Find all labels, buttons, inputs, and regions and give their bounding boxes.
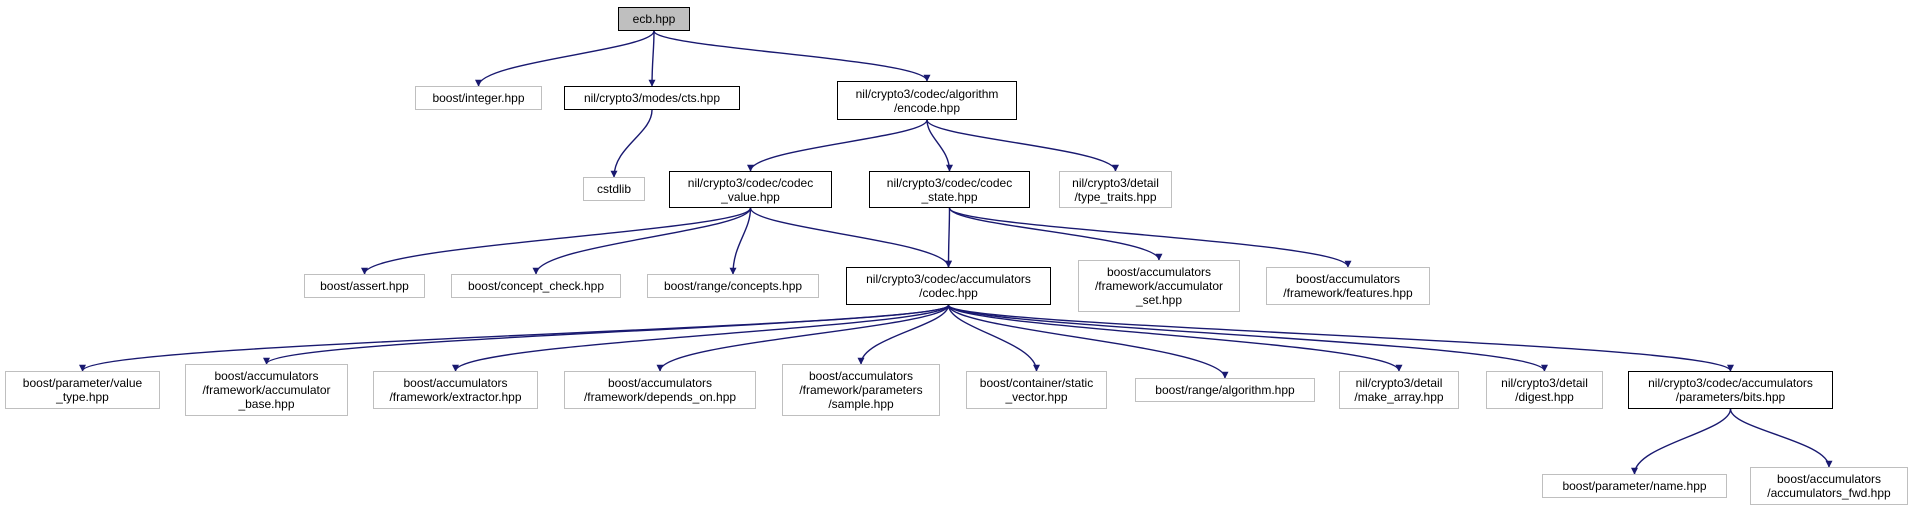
- node-accumulators-codec[interactable]: nil/crypto3/codec/accumulators /codec.hp…: [846, 267, 1051, 305]
- node-framework-parameters-sample[interactable]: boost/accumulators /framework/parameters…: [782, 364, 940, 416]
- edge-codec_value-to-assert: [361, 207, 752, 275]
- edge-acc_codec-to-static_vector: [947, 304, 1040, 372]
- edge-codec_value-to-concept_check: [532, 207, 752, 275]
- edge-bits-to-param_name: [1631, 408, 1732, 475]
- node-codec-value[interactable]: nil/crypto3/codec/codec _value.hpp: [669, 171, 832, 208]
- node-cstdlib[interactable]: cstdlib: [583, 177, 645, 201]
- node-framework-extractor[interactable]: boost/accumulators /framework/extractor.…: [373, 371, 538, 409]
- edge-codec_value-to-acc_codec: [749, 207, 952, 268]
- edge-bits-to-acc_fwd: [1729, 408, 1833, 468]
- edge-acc_codec-to-digest: [947, 304, 1548, 372]
- edge-cts-to-cstdlib: [610, 109, 653, 178]
- node-detail-digest[interactable]: nil/crypto3/detail /digest.hpp: [1486, 371, 1603, 409]
- edge-ecb-to-cts: [648, 30, 656, 87]
- node-modes-cts[interactable]: nil/crypto3/modes/cts.hpp: [564, 86, 740, 110]
- node-framework-features[interactable]: boost/accumulators /framework/features.h…: [1266, 267, 1430, 305]
- node-framework-accumulator-base[interactable]: boost/accumulators /framework/accumulato…: [185, 364, 348, 416]
- edge-ecb-to-encode: [653, 30, 931, 82]
- edge-ecb-to-boost_integer: [475, 30, 655, 87]
- edge-acc_codec-to-range_algorithm: [947, 304, 1229, 379]
- node-framework-accumulator-set[interactable]: boost/accumulators /framework/accumulato…: [1078, 260, 1240, 312]
- edge-encode-to-codec_value: [747, 119, 928, 172]
- node-container-static-vector[interactable]: boost/container/static _vector.hpp: [966, 371, 1107, 409]
- edge-acc_codec-to-depends_on: [656, 304, 950, 372]
- node-codec-algorithm-encode[interactable]: nil/crypto3/codec/algorithm /encode.hpp: [837, 81, 1017, 120]
- node-boost-range-algorithm[interactable]: boost/range/algorithm.hpp: [1135, 378, 1315, 402]
- node-parameter-value-type[interactable]: boost/parameter/value _type.hpp: [5, 371, 160, 409]
- node-boost-integer[interactable]: boost/integer.hpp: [415, 86, 542, 110]
- node-framework-depends-on[interactable]: boost/accumulators /framework/depends_on…: [564, 371, 756, 409]
- node-parameters-bits[interactable]: nil/crypto3/codec/accumulators /paramete…: [1628, 371, 1833, 409]
- edge-encode-to-type_traits: [926, 119, 1119, 172]
- edge-acc_codec-to-bits: [947, 304, 1734, 372]
- edge-acc_codec-to-sample: [857, 304, 950, 365]
- node-boost-range-concepts[interactable]: boost/range/concepts.hpp: [647, 274, 819, 298]
- edge-codec_state-to-acc_set: [948, 207, 1163, 261]
- node-boost-concept-check[interactable]: boost/concept_check.hpp: [451, 274, 621, 298]
- edge-encode-to-codec_state: [926, 119, 953, 172]
- edge-acc_codec-to-extractor: [452, 304, 950, 372]
- edge-acc_codec-to-make_array: [947, 304, 1403, 372]
- node-detail-make-array[interactable]: nil/crypto3/detail /make_array.hpp: [1339, 371, 1459, 409]
- node-codec-state[interactable]: nil/crypto3/codec/codec _state.hpp: [869, 171, 1030, 208]
- node-ecb[interactable]: ecb.hpp: [618, 7, 690, 31]
- node-boost-assert[interactable]: boost/assert.hpp: [304, 274, 425, 298]
- edge-codec_state-to-features: [948, 207, 1352, 268]
- edge-codec_state-to-acc_codec: [945, 207, 953, 268]
- edge-codec_value-to-range_concepts: [729, 207, 752, 275]
- edge-acc_codec-to-acc_base: [263, 304, 950, 365]
- node-detail-type-traits[interactable]: nil/crypto3/detail /type_traits.hpp: [1059, 171, 1172, 208]
- edge-acc_codec-to-value_type: [79, 304, 950, 372]
- node-parameter-name[interactable]: boost/parameter/name.hpp: [1542, 474, 1727, 498]
- node-accumulators-fwd[interactable]: boost/accumulators /accumulators_fwd.hpp: [1750, 467, 1908, 505]
